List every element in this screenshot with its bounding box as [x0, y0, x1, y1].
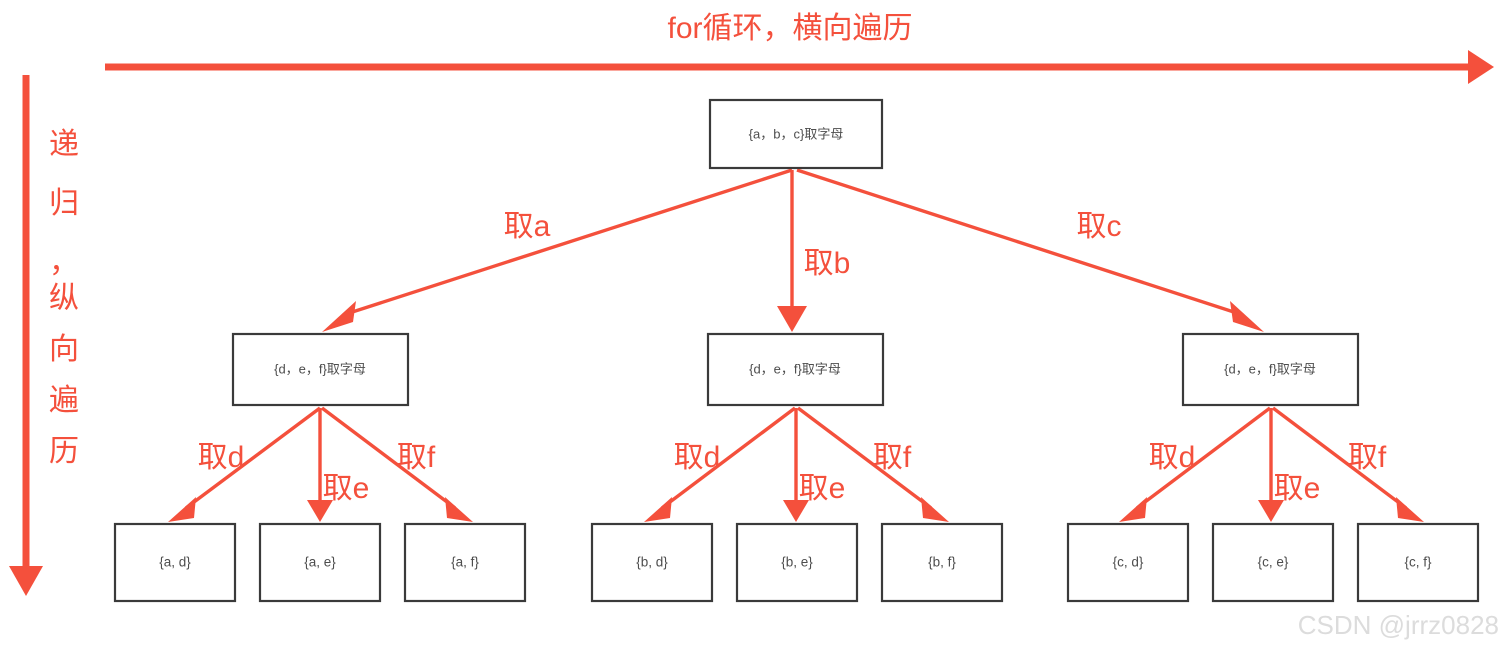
- vertical-axis-char-2: ，: [49, 246, 79, 279]
- edge-c-to-leaf-cf: 取f: [1271, 406, 1424, 522]
- node-leaf-bf-label: {b, f}: [928, 555, 956, 570]
- edge-b-to-leaf-bf-line: [796, 406, 933, 510]
- edge-label-take-e-c: 取e: [1274, 472, 1321, 505]
- node-leaf-bd[interactable]: {b, d}: [590, 522, 714, 603]
- watermark-text: CSDN @jrrz0828: [1298, 610, 1499, 640]
- vertical-axis-label: 递 归 ， 纵 向 遍 历: [49, 128, 79, 468]
- node-level2-c[interactable]: {d，e，f}取字母: [1181, 332, 1360, 407]
- vertical-axis-char-0: 递: [49, 128, 79, 161]
- node-leaf-bf[interactable]: {b, f}: [880, 522, 1004, 603]
- edge-b-to-leaf-be: 取e: [783, 408, 845, 522]
- edge-b-to-leaf-bf-arrow-head-icon: [921, 497, 949, 522]
- node-level2-a-box[interactable]: [231, 332, 410, 407]
- node-leaf-ae-box[interactable]: [258, 522, 382, 603]
- edge-label-take-e-a: 取e: [323, 472, 370, 505]
- edge-a-to-leaf-ae-arrow-head-icon: [307, 500, 333, 522]
- vertical-arrow-head-icon: [9, 566, 43, 596]
- node-leaf-af-box[interactable]: [403, 522, 527, 603]
- edge-a-to-leaf-af-arrow-head-icon: [445, 497, 473, 522]
- node-leaf-af[interactable]: {a, f}: [403, 522, 527, 603]
- edge-label-take-f-b: 取f: [873, 441, 912, 474]
- node-leaf-af-label: {a, f}: [451, 555, 479, 570]
- node-leaf-cf-box[interactable]: [1356, 522, 1480, 603]
- node-leaf-be-label: {b, e}: [781, 555, 813, 570]
- node-leaf-bd-box[interactable]: [590, 522, 714, 603]
- edge-c-to-leaf-cd-line: [1135, 406, 1272, 510]
- page-title: for循环，横向遍历: [667, 12, 912, 45]
- node-leaf-ae-label: {a, e}: [304, 555, 336, 570]
- vertical-axis-char-1: 归: [49, 187, 79, 220]
- edge-root-to-b: 取b: [777, 170, 850, 332]
- edge-a-to-leaf-ad: 取d: [168, 406, 322, 522]
- edge-b-to-leaf-be-arrow-head-icon: [783, 500, 809, 522]
- node-level2-b-box[interactable]: [706, 332, 885, 407]
- edge-root-to-c-line: [796, 168, 1244, 317]
- node-level2-b-label: {d，e，f}取字母: [749, 361, 841, 376]
- node-level2-c-box[interactable]: [1181, 332, 1360, 407]
- vertical-axis-char-4: 向: [49, 333, 79, 366]
- node-leaf-ad-label: {a, d}: [159, 555, 191, 570]
- node-leaf-cf[interactable]: {c, f}: [1356, 522, 1480, 603]
- edge-root-to-a-arrow-head-icon: [322, 301, 356, 332]
- node-leaf-ad-box[interactable]: [113, 522, 237, 603]
- edge-root-to-c: 取c: [796, 168, 1264, 332]
- node-leaf-ad[interactable]: {a, d}: [113, 522, 237, 603]
- edge-c-to-leaf-ce: 取e: [1258, 408, 1320, 522]
- node-leaf-ae[interactable]: {a, e}: [258, 522, 382, 603]
- edge-a-to-leaf-ad-arrow-head-icon: [168, 497, 196, 522]
- edge-root-to-a: 取a: [322, 168, 793, 332]
- edge-label-take-d-c: 取d: [1149, 441, 1196, 474]
- node-leaf-cd[interactable]: {c, d}: [1066, 522, 1190, 603]
- node-leaf-be[interactable]: {b, e}: [735, 522, 859, 603]
- edge-a-to-leaf-af: 取f: [320, 406, 473, 522]
- vertical-axis-arrow: [9, 75, 43, 596]
- edge-label-take-c: 取c: [1077, 210, 1122, 243]
- node-leaf-bd-label: {b, d}: [636, 555, 668, 570]
- node-leaf-ce[interactable]: {c, e}: [1211, 522, 1335, 603]
- horizontal-arrow-head-icon: [1468, 50, 1494, 84]
- node-level2-b[interactable]: {d，e，f}取字母: [706, 332, 885, 407]
- node-level2-c-label: {d，e，f}取字母: [1224, 361, 1316, 376]
- node-leaf-cd-label: {c, d}: [1113, 555, 1144, 570]
- edge-label-take-f-c: 取f: [1348, 441, 1387, 474]
- vertical-axis-char-6: 历: [49, 435, 79, 468]
- edge-a-to-leaf-af-line: [320, 406, 457, 510]
- edge-a-to-leaf-ad-line: [184, 406, 322, 510]
- node-level2-a[interactable]: {d，e，f}取字母: [231, 332, 410, 407]
- edge-label-take-e-b: 取e: [799, 472, 846, 505]
- node-leaf-cf-label: {c, f}: [1404, 555, 1432, 570]
- edge-c-to-leaf-ce-arrow-head-icon: [1258, 500, 1284, 522]
- edge-root-to-a-line: [342, 168, 793, 317]
- edge-b-to-leaf-bd: 取d: [644, 406, 797, 522]
- node-root-label: {a，b，c}取字母: [749, 126, 844, 141]
- edge-root-to-c-arrow-head-icon: [1230, 301, 1264, 332]
- horizontal-axis-arrow: [105, 50, 1494, 84]
- edge-label-take-d-b: 取d: [674, 441, 721, 474]
- edge-label-take-a: 取a: [504, 210, 551, 243]
- node-level2-a-label: {d，e，f}取字母: [274, 361, 366, 376]
- edge-root-to-b-arrow-head-icon: [777, 306, 807, 332]
- vertical-axis-char-5: 遍: [49, 384, 79, 417]
- node-leaf-cd-box[interactable]: [1066, 522, 1190, 603]
- edge-a-to-leaf-ae: 取e: [307, 408, 369, 522]
- edge-b-to-leaf-bd-arrow-head-icon: [644, 497, 672, 522]
- edge-label-take-b: 取b: [804, 247, 851, 280]
- vertical-axis-char-3: 纵: [49, 282, 79, 315]
- edge-c-to-leaf-cd-arrow-head-icon: [1119, 497, 1147, 522]
- node-leaf-be-box[interactable]: [735, 522, 859, 603]
- edge-c-to-leaf-cf-arrow-head-icon: [1396, 497, 1424, 522]
- edge-label-take-d-a: 取d: [198, 441, 245, 474]
- node-leaf-bf-box[interactable]: [880, 522, 1004, 603]
- node-root[interactable]: {a，b，c}取字母: [708, 98, 884, 170]
- edge-label-take-f-a: 取f: [397, 441, 436, 474]
- edge-b-to-leaf-bd-line: [660, 406, 797, 510]
- node-leaf-ce-box[interactable]: [1211, 522, 1335, 603]
- node-root-box[interactable]: [708, 98, 884, 170]
- node-leaf-ce-label: {c, e}: [1258, 555, 1289, 570]
- edge-c-to-leaf-cd: 取d: [1119, 406, 1272, 522]
- edge-c-to-leaf-cf-line: [1271, 406, 1408, 510]
- edge-b-to-leaf-bf: 取f: [796, 406, 949, 522]
